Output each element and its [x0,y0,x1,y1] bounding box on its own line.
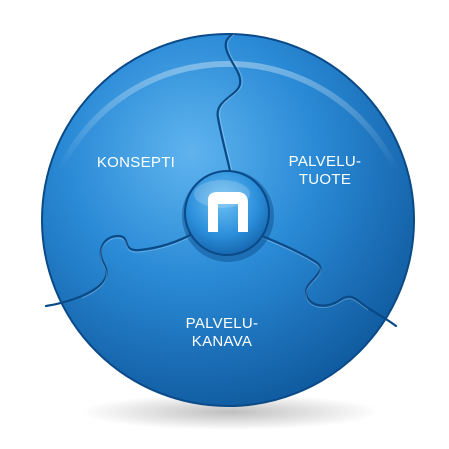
segment-label-line: KANAVA [191,333,253,350]
segment-label-line: TUOTE [298,171,352,188]
segment-label-line: PALVELU- [288,153,362,170]
segment-label-line: PALVELU- [185,315,259,332]
seam-left [44,230,198,308]
seam-right-highlight [261,237,369,311]
seam-top-highlight [219,33,243,181]
n-logo-icon [208,192,248,232]
seam-top [216,32,242,182]
seam-left-highlight [81,233,197,299]
disc-edge [41,33,415,407]
disc-highlight [57,60,399,172]
segment-label-palvelutuote: PALVELU- TUOTE [275,153,375,189]
segment-label-palvelukanava: PALVELU- KANAVA [172,315,272,351]
seam-right [260,234,398,328]
segment-label-line: KONSEPTI [96,154,176,171]
disc-shadow [80,394,380,430]
hub-disc [184,170,270,256]
segment-label-konsepti: KONSEPTI [86,154,186,172]
